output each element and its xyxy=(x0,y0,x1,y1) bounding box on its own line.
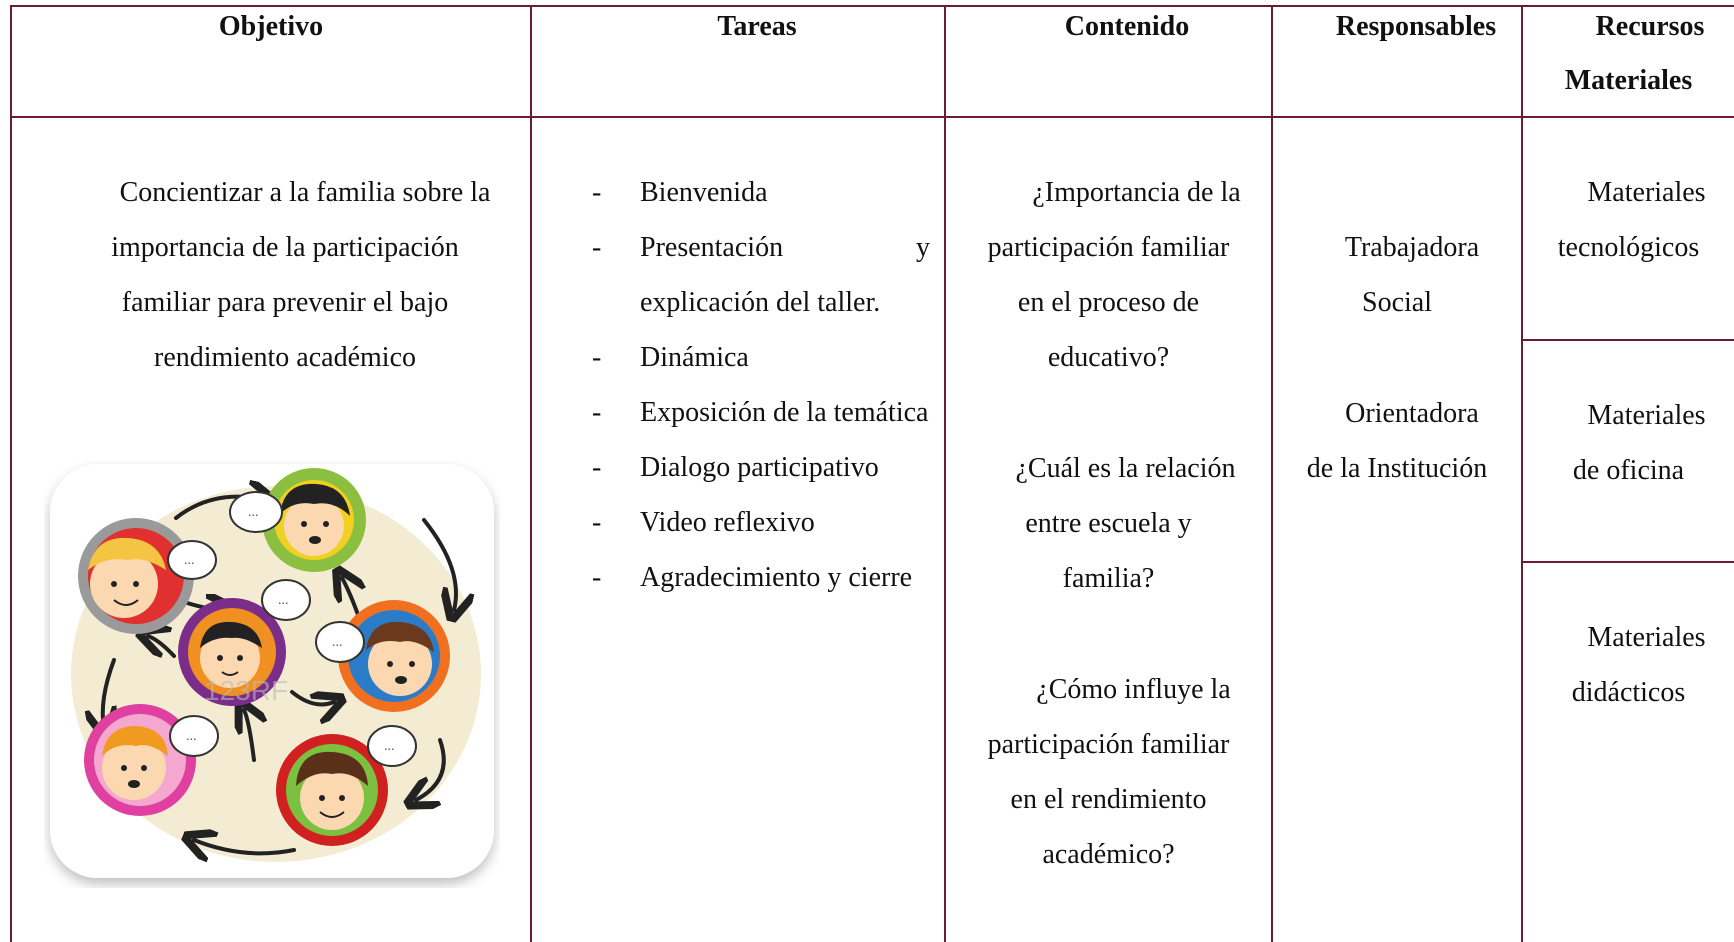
recurso-oficina: Materiales de oficina xyxy=(1523,388,1734,498)
responsable-2: Orientadora de la Institución xyxy=(1273,386,1521,496)
contenido-line: ¿Cuál es la relación xyxy=(1015,453,1236,484)
task-bullet: - xyxy=(592,507,602,538)
child-face-red xyxy=(78,518,194,634)
responsable-line: de la Institución xyxy=(1306,453,1488,484)
contenido-line: participación familiar xyxy=(987,232,1230,263)
family-participation-illustration: ... ... ... xyxy=(50,464,494,878)
recursos-divider-2 xyxy=(1523,561,1734,563)
task-text: Dinámica xyxy=(640,342,749,373)
svg-text:...: ... xyxy=(248,505,259,520)
child-face-green-red xyxy=(276,734,388,846)
header-contenido: Contenido xyxy=(1064,11,1190,42)
table-left-border xyxy=(10,5,12,942)
recurso-line: Materiales xyxy=(1587,622,1706,653)
speech-bubble: ... xyxy=(367,725,417,767)
task-item: - Agradecimiento y cierre xyxy=(582,550,930,605)
contenido-line: académico? xyxy=(1042,839,1175,870)
child-face-green xyxy=(262,468,366,572)
recurso-didacticos: Materiales didácticos xyxy=(1523,610,1734,720)
child-face-blue xyxy=(338,600,450,712)
contenido-line: participación familiar xyxy=(987,729,1230,760)
task-item: - Dinámica xyxy=(582,330,930,385)
task-text: Agradecimiento y cierre xyxy=(640,562,913,593)
objetivo-line: rendimiento académico xyxy=(154,342,416,373)
contenido-question-1: ¿Importancia de la participación familia… xyxy=(946,165,1271,385)
recurso-line: Materiales xyxy=(1587,177,1706,208)
responsable-line: Orientadora xyxy=(1345,398,1479,429)
svg-text:...: ... xyxy=(184,553,195,568)
contenido-question-3: ¿Cómo influye la participación familiar … xyxy=(946,662,1271,882)
watermark-text: 123RF xyxy=(204,675,288,706)
objetivo-line: importancia de la participación xyxy=(111,232,459,263)
task-text: Video reflexivo xyxy=(640,507,815,538)
header-bottom-border xyxy=(10,116,1734,118)
objetivo-text: Concientizar a la familia sobre la impor… xyxy=(40,165,530,385)
recurso-line: Materiales xyxy=(1587,400,1706,431)
svg-text:...: ... xyxy=(278,593,289,608)
speech-bubble: ... xyxy=(315,621,365,663)
task-item: - Exposición de la temática xyxy=(582,385,930,440)
task-text: Exposición de la temática xyxy=(640,397,929,428)
task-bullet: - xyxy=(592,397,602,428)
task-item: - Video reflexivo xyxy=(582,495,930,550)
task-item: - Dialogo participativo xyxy=(582,440,930,495)
recursos-divider-1 xyxy=(1523,339,1734,341)
responsable-line: Social xyxy=(1362,287,1432,318)
column-divider-2 xyxy=(944,5,946,942)
task-bullet: - xyxy=(592,177,602,208)
column-divider-3 xyxy=(1271,5,1273,942)
recurso-line: tecnológicos xyxy=(1557,232,1700,263)
responsable-1: Trabajadora Social xyxy=(1273,220,1521,330)
task-bullet: - xyxy=(592,562,602,593)
contenido-line: entre escuela y xyxy=(1025,508,1192,539)
objetivo-line: familiar para prevenir el bajo xyxy=(121,287,449,318)
header-objetivo: Objetivo xyxy=(218,11,324,42)
header-tareas: Tareas xyxy=(717,11,797,42)
contenido-line: en el rendimiento xyxy=(1010,784,1207,815)
header-recursos-line2: Materiales xyxy=(1564,65,1693,96)
task-bullet: - xyxy=(592,342,602,373)
svg-text:...: ... xyxy=(332,635,343,650)
task-text: Dialogo participativo xyxy=(640,452,879,483)
header-responsables: Responsables xyxy=(1335,11,1497,42)
table-top-border xyxy=(10,5,1734,7)
objetivo-line: Concientizar a la familia sobre la xyxy=(119,177,491,208)
task-item: - Presentación y explicación del taller. xyxy=(582,220,930,330)
speech-bubble: ... xyxy=(261,579,311,621)
contenido-line: educativo? xyxy=(1047,342,1170,373)
task-item: - Bienvenida xyxy=(582,165,930,220)
recurso-line: didácticos xyxy=(1571,677,1686,708)
task-bullet: - xyxy=(592,232,602,263)
task-bullet: - xyxy=(592,452,602,483)
recurso-line: de oficina xyxy=(1572,455,1685,486)
responsable-line: Trabajadora xyxy=(1344,232,1480,263)
contenido-line: ¿Importancia de la xyxy=(1032,177,1241,208)
contenido-line: familia? xyxy=(1062,563,1155,594)
column-divider-1 xyxy=(530,5,532,942)
child-face-purple xyxy=(178,598,286,706)
contenido-line: en el proceso de xyxy=(1017,287,1200,318)
svg-text:...: ... xyxy=(384,739,395,754)
task-text: Bienvenida xyxy=(640,177,768,208)
svg-text:...: ... xyxy=(186,729,197,744)
tareas-list: - Bienvenida - Presentación y explicación … xyxy=(582,165,930,605)
recurso-tecnologicos: Materiales tecnológicos xyxy=(1523,165,1734,275)
child-face-pink xyxy=(84,704,196,816)
contenido-line: ¿Cómo influye la xyxy=(1036,674,1231,705)
speech-bubble: ... xyxy=(229,491,283,533)
contenido-question-2: ¿Cuál es la relación entre escuela y fam… xyxy=(946,441,1271,606)
header-recursos-line1: Recursos xyxy=(1595,11,1705,42)
speech-bubble: ... xyxy=(167,540,217,580)
column-divider-4 xyxy=(1521,5,1523,942)
task-text: Presentación y explicación del taller. xyxy=(640,232,930,318)
speech-bubble: ... xyxy=(169,715,219,757)
